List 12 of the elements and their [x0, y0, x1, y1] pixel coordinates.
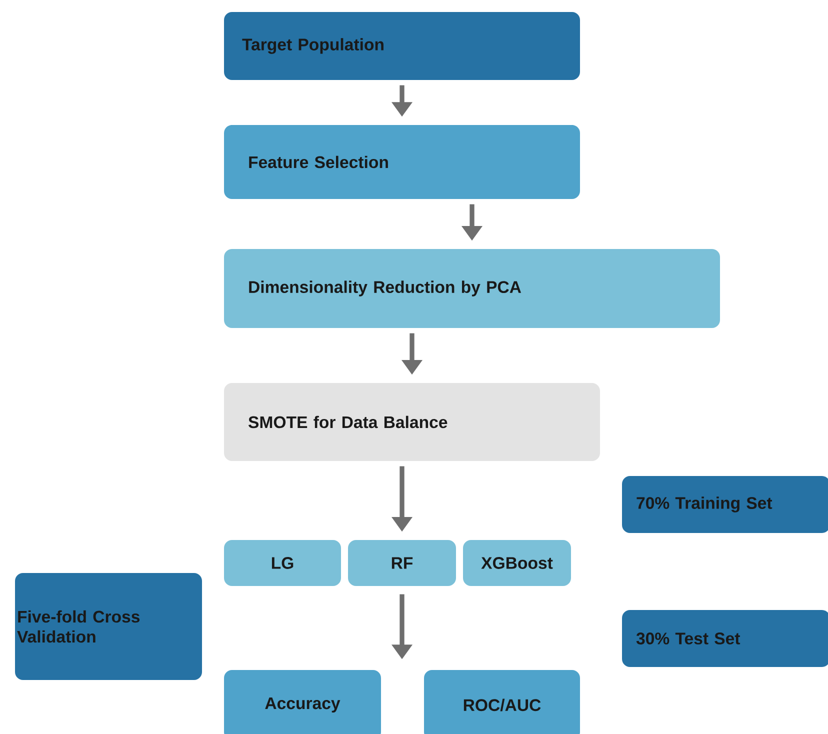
process-box: Accuracy [224, 670, 381, 734]
process-box: RF [348, 540, 456, 586]
process-box: 70% Training Set [622, 476, 828, 533]
process-box: Dimensionality Reduction by PCA [224, 249, 720, 328]
process-box: Feature Selection [224, 125, 580, 199]
process-box: Target Population [224, 12, 580, 80]
process-box: LG [224, 540, 341, 586]
process-box: XGBoost [463, 540, 571, 586]
process-box: SMOTE for Data Balance [224, 383, 600, 461]
process-box: 30% Test Set [622, 610, 828, 667]
process-box: Five-fold Cross Validation [15, 573, 202, 680]
process-box: ROC/AUC [424, 670, 580, 734]
